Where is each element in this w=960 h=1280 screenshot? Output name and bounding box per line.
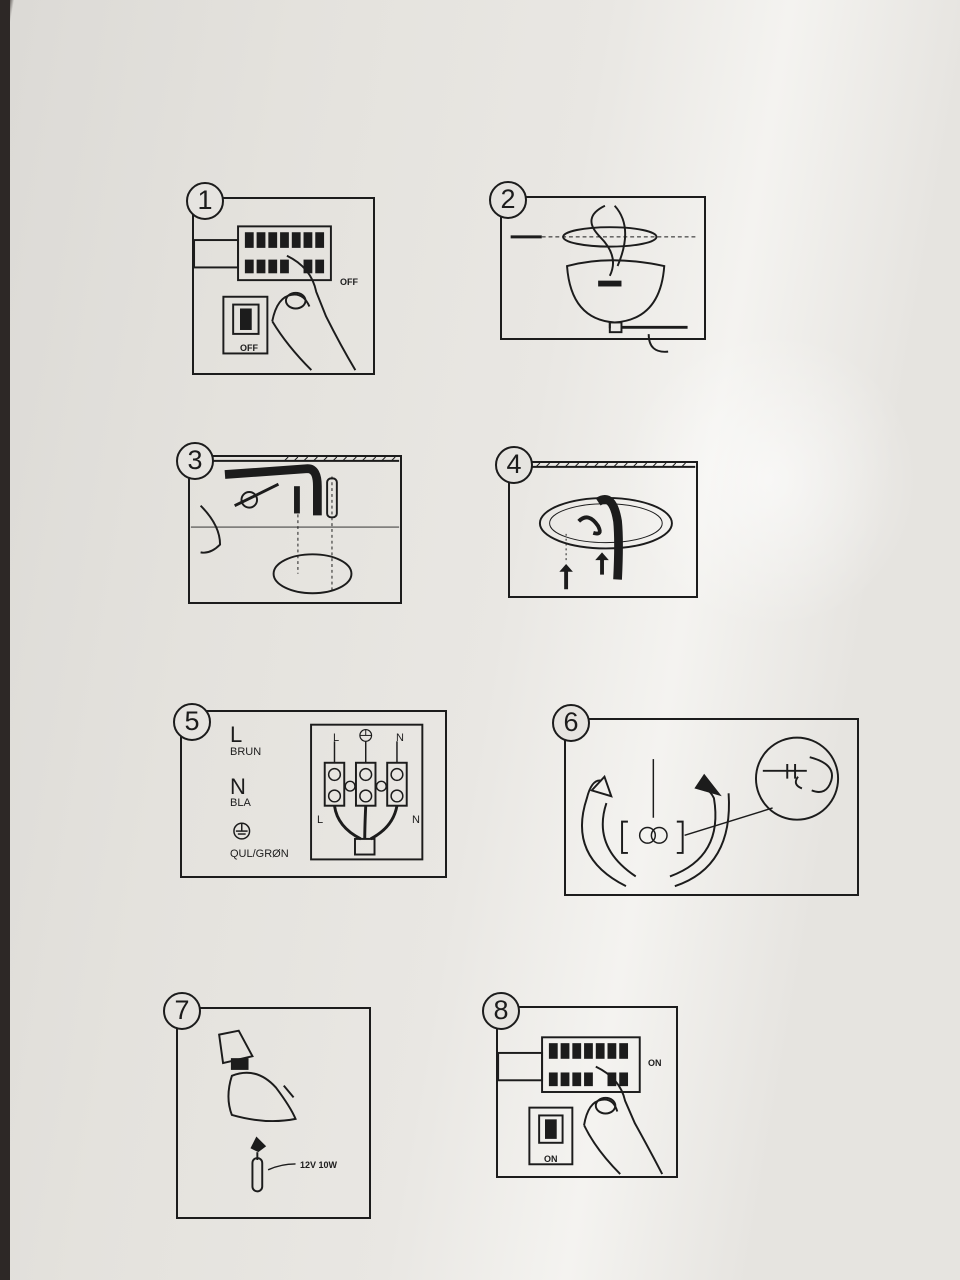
step-7-panel: 12V 10W <box>176 1007 371 1219</box>
legend-live-symbol: L <box>230 722 243 747</box>
step-2-number-badge: 2 <box>489 181 527 219</box>
step-4-panel <box>508 461 698 598</box>
wiring-diagram <box>233 723 424 861</box>
attach-canopy-illustration <box>530 462 696 590</box>
terminal-label-bottom-left: L <box>317 814 324 826</box>
step-1-panel: OFF OFF <box>192 197 375 375</box>
step-6-number-badge: 6 <box>552 704 590 742</box>
remove-shade-illustration <box>510 204 698 353</box>
breaker-off-illustration <box>193 225 357 371</box>
paper-edge-shadow <box>0 0 10 1280</box>
step-8-number-badge: 8 <box>482 992 520 1030</box>
bulb-spec-label: 12V 10W <box>300 1160 338 1170</box>
step-8-breaker-label: ON <box>648 1058 662 1068</box>
step-5-panel: L BRUN N BLA QUL/GRØN L N L N <box>180 710 447 878</box>
fit-shade-illustration <box>581 736 840 888</box>
terminal-label-top-left: L <box>333 732 340 744</box>
step-7-number-badge: 7 <box>163 992 201 1030</box>
breaker-on-illustration <box>497 1036 664 1175</box>
terminal-label-top-right: N <box>396 732 404 744</box>
legend-live-name: BRUN <box>230 746 262 758</box>
step-1-number-badge: 1 <box>186 182 224 220</box>
legend-neutral-symbol: N <box>230 774 246 799</box>
step-3-panel <box>188 455 402 604</box>
step-1-switch-label: OFF <box>240 343 258 353</box>
step-8-switch-label: ON <box>544 1154 558 1164</box>
step-6-panel <box>564 718 859 896</box>
step-3-number-badge: 3 <box>176 442 214 480</box>
step-1-breaker-label: OFF <box>340 277 358 287</box>
legend-earth-name: QUL/GRØN <box>230 848 289 860</box>
step-2-panel <box>500 196 706 353</box>
step-8-panel: ON ON <box>496 1006 678 1178</box>
legend-neutral-name: BLA <box>230 797 251 809</box>
terminal-label-bottom-right: N <box>412 814 420 826</box>
step-5-number-badge: 5 <box>173 703 211 741</box>
mount-bracket-illustration <box>190 456 400 595</box>
step-4-number-badge: 4 <box>495 446 533 484</box>
insert-bulb-illustration <box>218 1029 297 1193</box>
